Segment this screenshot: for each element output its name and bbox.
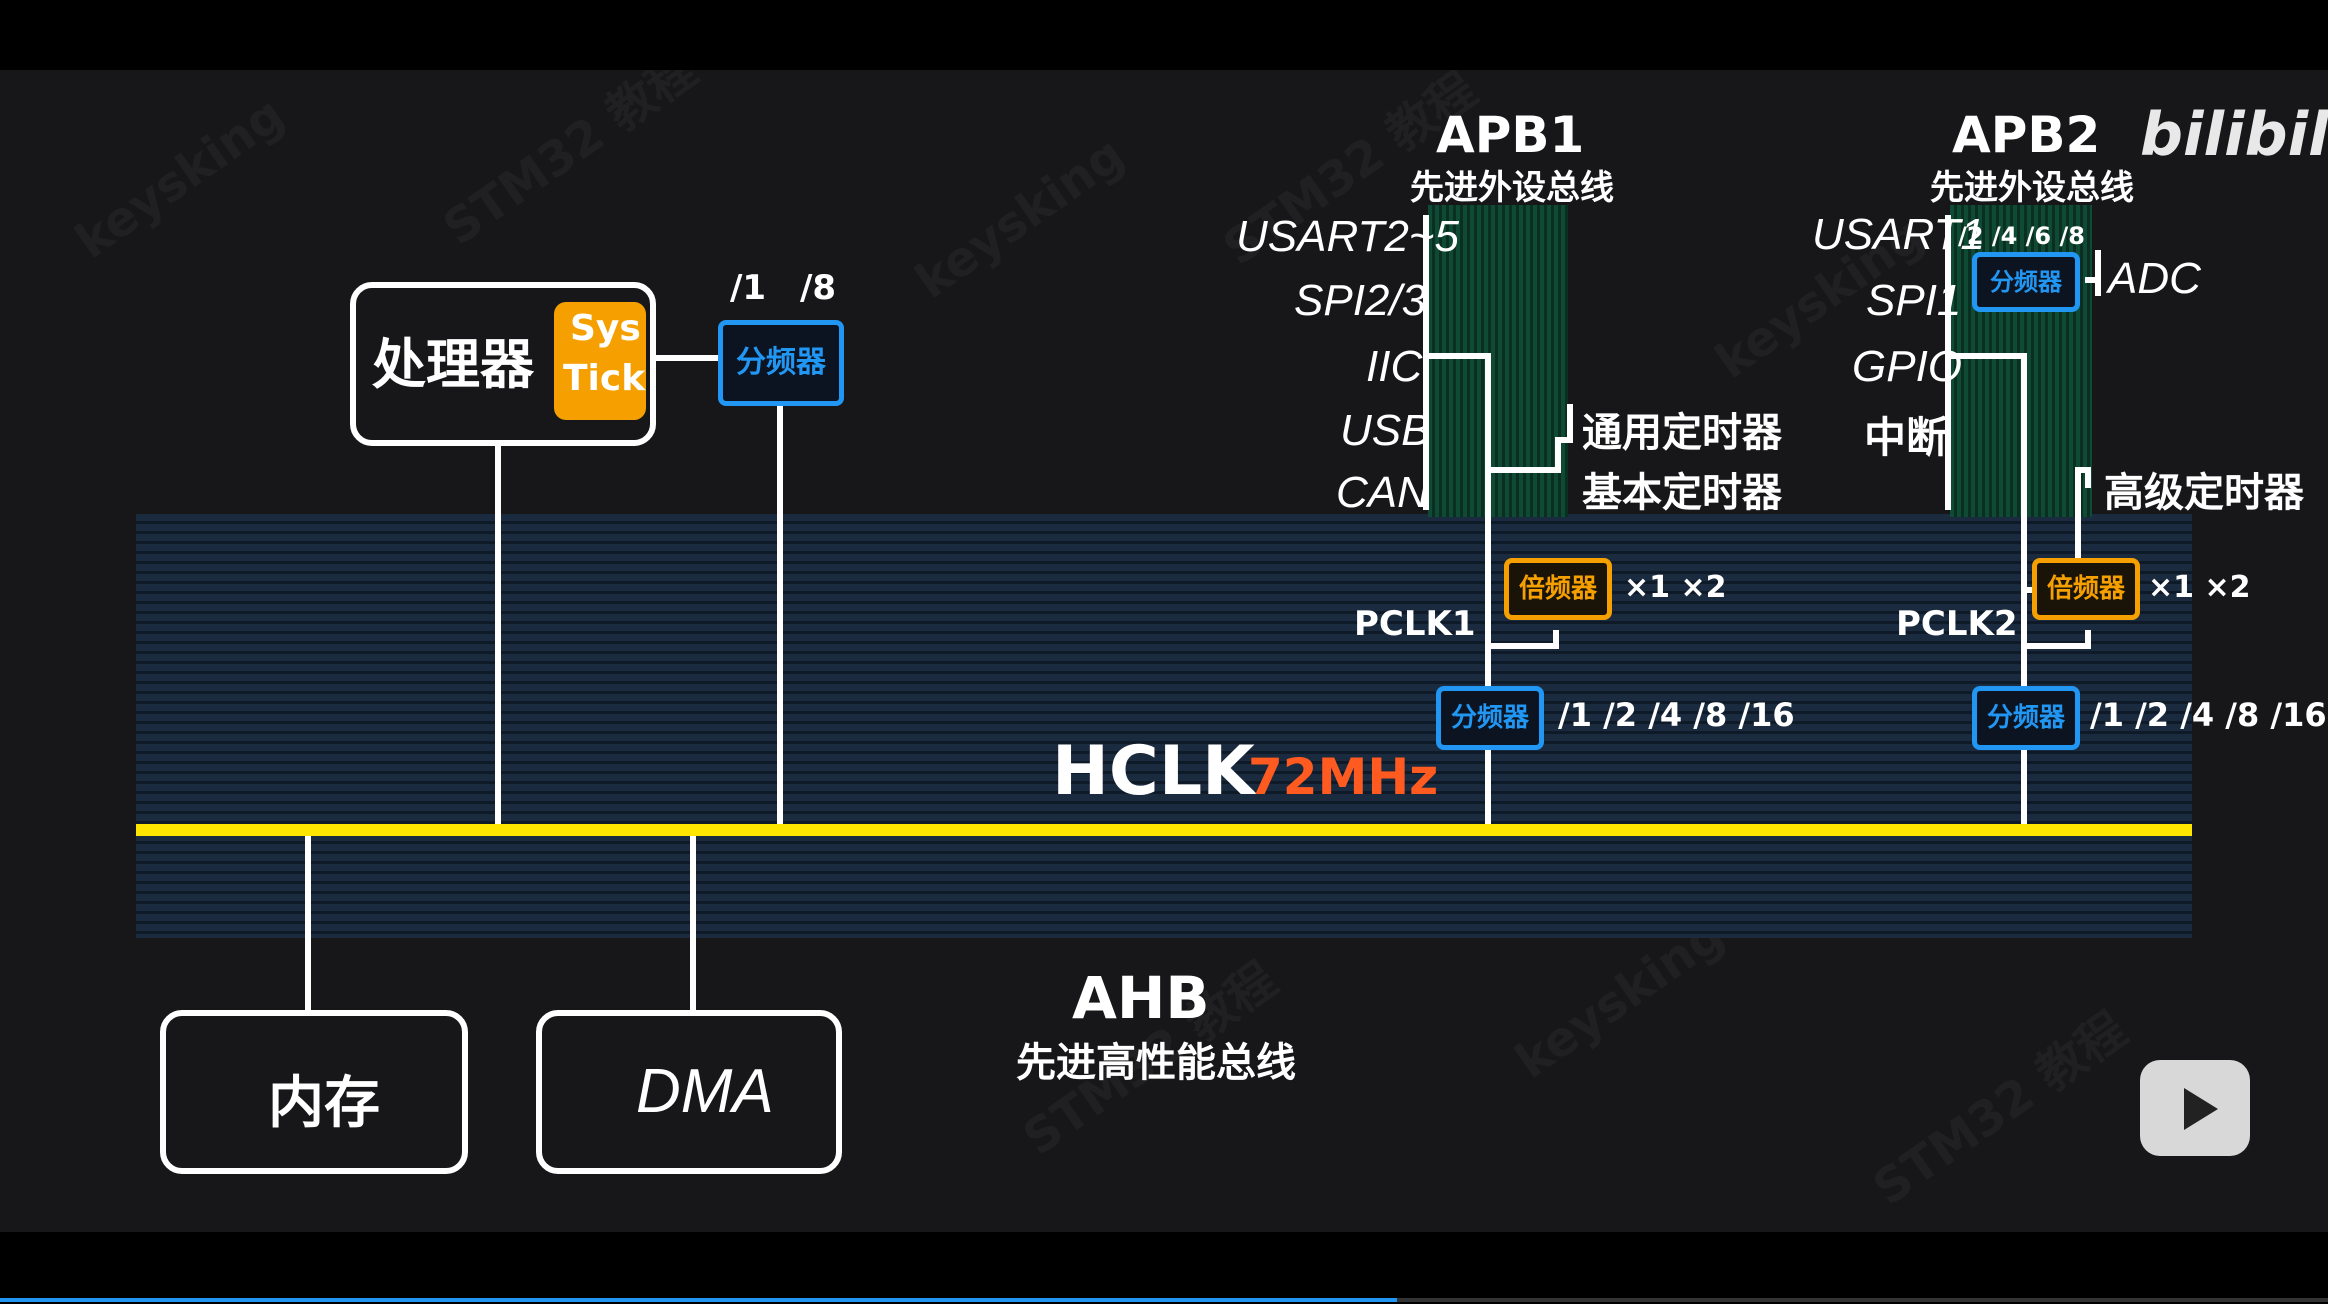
systick-badge <box>554 302 646 420</box>
apb2-title: APB2 <box>1952 106 2101 164</box>
apb1-divider-ratios: /1 /2 /4 /8 /16 <box>1558 696 1795 734</box>
apb2-timer: 高级定时器 <box>2104 470 2304 516</box>
bus-band <box>136 514 2192 938</box>
apb1-bus-column <box>1428 205 1568 517</box>
memory-box <box>160 1010 468 1174</box>
apb2-divider-ratios: /1 /2 /4 /8 /16 <box>2090 696 2327 734</box>
apb1-divider-chip: 分频器 <box>1436 686 1544 750</box>
adc-label: ADC <box>2108 254 2201 303</box>
apb2-peripheral: 中断 <box>1864 413 1949 462</box>
apb1-peripheral: USART2~5 <box>1236 212 1459 261</box>
letterbox-top <box>0 0 2328 70</box>
cpu-divider-ratio-1: /1 <box>730 268 767 308</box>
video-frame[interactable]: keysking STM32 教程 keysking STM32 教程 keys… <box>0 70 2328 1232</box>
memory-label: 内存 <box>268 1071 380 1136</box>
apb1-timer: 基本定时器 <box>1582 470 1782 516</box>
dma-label: DMA <box>636 1057 774 1126</box>
apb1-subtitle: 先进外设总线 <box>1410 168 1614 208</box>
hclk-frequency: 72MHz <box>1248 748 1439 806</box>
apb1-peripheral: CAN <box>1336 468 1429 517</box>
pclk2-label: PCLK2 <box>1896 604 2018 644</box>
apb2-peripheral: GPIO <box>1852 342 1963 391</box>
cpu-divider-chip: 分频器 <box>718 320 844 406</box>
connector-lines <box>136 215 2192 1010</box>
apb2-multiplier-chip: 倍频器 <box>2032 558 2140 620</box>
pclk1-label: PCLK1 <box>1354 604 1476 644</box>
apb1-peripheral: USB <box>1340 406 1431 455</box>
bilibili-logo: bilibili <box>2140 100 2328 170</box>
apb1-multiplier-ratios: ×1 ×2 <box>1624 570 1727 605</box>
apb2-peripheral: USART1 <box>1812 210 1985 259</box>
apb1-title: APB1 <box>1436 106 1585 164</box>
apb2-peripheral: SPI1 <box>1866 276 1962 325</box>
apb1-timer: 通用定时器 <box>1582 410 1782 456</box>
ahb-subtitle: 先进高性能总线 <box>1016 1040 1296 1086</box>
processor-label: 处理器 <box>372 333 534 396</box>
adc-divider-ratios: /2 /4 /6 /8 <box>1958 222 2085 250</box>
letterbox-bottom <box>0 1232 2328 1304</box>
systick-line2: Tick <box>563 358 646 399</box>
play-triangle-icon <box>2184 1088 2218 1130</box>
apb2-subtitle: 先进外设总线 <box>1930 168 2134 208</box>
apb1-peripheral: SPI2/3 <box>1294 276 1427 325</box>
cpu-divider-ratio-8: /8 <box>800 268 837 308</box>
progress-fill <box>0 1298 1397 1302</box>
apb2-divider-chip: 分频器 <box>1972 686 2080 750</box>
systick-line1: Sys <box>570 308 641 349</box>
hclk-label: HCLK <box>1052 732 1255 811</box>
progress-bar[interactable] <box>0 1298 2328 1302</box>
play-icon[interactable] <box>2140 1060 2250 1156</box>
ahb-title: AHB <box>1072 964 1210 1032</box>
apb1-peripheral: IIC <box>1366 342 1423 391</box>
dma-box <box>536 1010 842 1174</box>
processor-box <box>350 282 656 446</box>
apb2-multiplier-ratios: ×1 ×2 <box>2148 570 2251 605</box>
adc-divider-chip: 分频器 <box>1972 252 2080 312</box>
apb1-multiplier-chip: 倍频器 <box>1504 558 1612 620</box>
